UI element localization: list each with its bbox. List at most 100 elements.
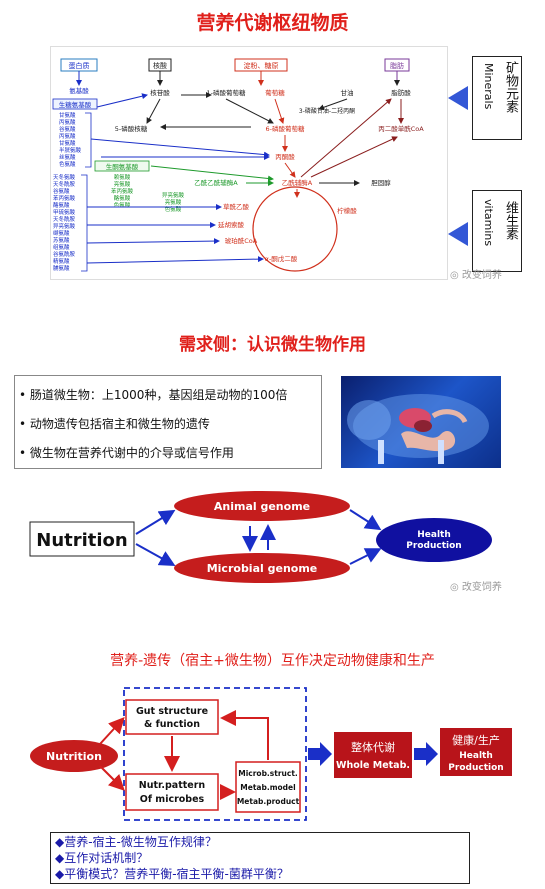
malonyl-coa: 丙二酸单酰CoA xyxy=(378,124,424,133)
acetyl-coa: 乙酰辅酶A xyxy=(282,178,313,187)
svg-text:谷氨酸: 谷氨酸 xyxy=(53,187,70,195)
svg-text:丝氨酸: 丝氨酸 xyxy=(59,153,76,161)
minerals-arrow xyxy=(448,86,468,110)
metabolism-diagram: 蛋白质 核酸 淀粉、糖原 脂肪 氨基酸 核苷酸 1-磷酸葡萄糖 葡萄糖 甘油 脂… xyxy=(52,58,424,272)
watermark-1: ◎ 改变饲养 xyxy=(450,270,502,281)
svg-text:半胱氨酸: 半胱氨酸 xyxy=(59,146,82,154)
svg-text:丙氨酸: 丙氨酸 xyxy=(59,118,76,126)
keto-aa-5: 色氨酸 xyxy=(114,201,131,209)
health-en-1: Health xyxy=(459,751,493,761)
host-microbe-dashed-box xyxy=(123,687,307,821)
nutrition-genome-diagram: Nutrition Animal genome Microbial genome… xyxy=(29,491,492,583)
gut-structure-line2: & function xyxy=(144,719,200,730)
svg-text:脯氨酸: 脯氨酸 xyxy=(53,264,70,272)
svg-text:色氨酸: 色氨酸 xyxy=(59,160,76,168)
svg-text:甘氨酸: 甘氨酸 xyxy=(59,139,76,147)
keto-aa-1: 赖氨酸 xyxy=(114,173,131,181)
nutr-pattern-line2: Of microbes xyxy=(140,794,205,805)
microb-box xyxy=(235,761,301,813)
fumarate: 延胡索酸 xyxy=(218,220,245,229)
whole-metab-en: Whole Metab. xyxy=(336,760,410,771)
minerals-en: Minerals xyxy=(482,63,495,110)
questions-box: ◆营养-宿主-微生物互作规律？ ◆互作对话机制？ ◆平衡模式？营养平衡-宿主平衡… xyxy=(50,832,470,884)
question-3: ◆平衡模式？营养平衡-宿主平衡-菌群平衡？ xyxy=(55,867,289,881)
glucogenic-aa: 生糖氨基酸 xyxy=(59,100,92,109)
keto-aa-3: 苯丙氨酸 xyxy=(111,187,134,195)
microbial-genome-ellipse xyxy=(174,553,350,583)
bullet-3: • 微生物在营养代谢中的介导或信号作用 xyxy=(19,446,234,460)
section-title-2: 需求侧：认识微生物作用 xyxy=(179,335,366,355)
metab-model: Metab.model xyxy=(240,783,295,792)
svg-text:组氨酸: 组氨酸 xyxy=(53,243,70,251)
keto-aa2-1: 异亮氨酸 xyxy=(162,191,185,199)
svg-text:缬氨酸: 缬氨酸 xyxy=(53,229,70,237)
svg-text:谷氨酰胺: 谷氨酰胺 xyxy=(53,250,76,258)
svg-text:苯丙氨酸: 苯丙氨酸 xyxy=(53,194,76,202)
animal-genome-ellipse xyxy=(174,491,350,521)
production-label-1: Production xyxy=(406,541,461,551)
vitamins-en: vitamins xyxy=(482,199,495,247)
svg-text:甘氨酸: 甘氨酸 xyxy=(59,111,76,119)
lipid-label: 脂肪 xyxy=(390,61,404,70)
keto-aa2-2: 亮氨酸 xyxy=(165,198,182,206)
pyruvate: 丙酮酸 xyxy=(275,152,295,161)
gut-structure-line1: Gut structure xyxy=(136,706,208,717)
nucleic-label: 核酸 xyxy=(153,61,167,70)
glucose-1p: 1-磷酸葡萄糖 xyxy=(207,88,246,97)
vitamins-arrow xyxy=(448,222,468,246)
svg-text:精氨酸: 精氨酸 xyxy=(53,257,70,265)
nutrition-ellipse-2 xyxy=(30,740,118,772)
starch-label: 淀粉、糖原 xyxy=(244,61,279,70)
microb-struct: Microb.struct. xyxy=(238,769,298,778)
svg-text:天冬酰胺: 天冬酰胺 xyxy=(53,180,76,188)
question-2: ◆互作对话机制？ xyxy=(55,851,149,865)
metabolism-panel: 蛋白质 核酸 淀粉、糖原 脂肪 氨基酸 核苷酸 1-磷酸葡萄糖 葡萄糖 甘油 脂… xyxy=(50,46,448,280)
pig-gut-image xyxy=(341,376,501,468)
whole-metab-zh: 整体代谢 xyxy=(351,740,395,754)
dhap: 3-磷酸甘油-二羟丙酮 xyxy=(299,107,355,115)
keto-aa2-3: 色氨酸 xyxy=(165,205,182,213)
cholesterol: 胆固醇 xyxy=(371,178,391,187)
section-title-1: 营养代谢枢纽物质 xyxy=(196,12,349,34)
health-production-box xyxy=(440,728,512,776)
ketogenic-aa: 生酮氨基酸 xyxy=(106,162,139,171)
microbial-genome-label: Microbial genome xyxy=(207,562,318,575)
svg-text:异亮氨酸: 异亮氨酸 xyxy=(53,222,76,230)
svg-text:苏氨酸: 苏氨酸 xyxy=(53,236,70,244)
vitamins-zh: 维生素 xyxy=(503,201,518,240)
glucose-6p: 6-磷酸葡萄糖 xyxy=(266,124,305,133)
health-production-ellipse xyxy=(376,518,492,562)
arrow-to-whole xyxy=(308,742,332,766)
ribose-5p: 5-磷酸核糖 xyxy=(115,124,148,133)
succinyl-coa: 琥珀酰CoA xyxy=(225,236,258,245)
arrow-to-health xyxy=(414,742,438,766)
keto-aa-4: 酪氨酸 xyxy=(114,194,131,202)
protein-label: 蛋白质 xyxy=(69,61,90,70)
svg-text:谷氨酸: 谷氨酸 xyxy=(59,125,76,133)
keto-aa-2: 亮氨酸 xyxy=(114,180,131,188)
svg-text:天冬氨酸: 天冬氨酸 xyxy=(53,173,76,181)
health-zh: 健康/生产 xyxy=(452,733,500,747)
animal-genome-label: Animal genome xyxy=(214,500,310,513)
nutrition-label-2: Nutrition xyxy=(46,750,102,763)
citrate: 柠檬酸 xyxy=(337,206,357,215)
bullet-2: • 动物遗传包括宿主和微生物的遗传 xyxy=(19,417,210,431)
health-label-1: Health xyxy=(417,530,451,540)
svg-text:天冬酰胺: 天冬酰胺 xyxy=(53,215,76,223)
whole-metab-box xyxy=(334,732,412,778)
gut-structure-box xyxy=(125,699,219,735)
glycerol: 甘油 xyxy=(341,88,354,97)
bullet-box: • 肠道微生物：上1000种，基因组是动物的100倍 • 动物遗传包括宿主和微生… xyxy=(14,375,322,469)
aa-list-1: 甘氨酸 丙氨酸 谷氨酸 丙氨酸 甘氨酸 半胱氨酸 丝氨酸 色氨酸 xyxy=(59,111,82,168)
nucleotide: 核苷酸 xyxy=(150,88,170,97)
minerals-box: 矿物元素 Minerals xyxy=(472,56,522,140)
health-en-2: Production xyxy=(448,763,503,773)
nutr-pattern-line1: Nutr.pattern xyxy=(139,780,206,791)
bullet-1: • 肠道微生物：上1000种，基因组是动物的100倍 xyxy=(19,388,288,402)
svg-text:甲硫氨酸: 甲硫氨酸 xyxy=(53,208,76,216)
nutrition-box xyxy=(29,521,135,557)
minerals-zh: 矿物元素 xyxy=(503,61,518,113)
watermark-2: ◎ 改变饲养 xyxy=(450,582,502,593)
glucose: 葡萄糖 xyxy=(265,88,285,97)
oxaloacetate: 草酰乙酸 xyxy=(223,202,250,211)
